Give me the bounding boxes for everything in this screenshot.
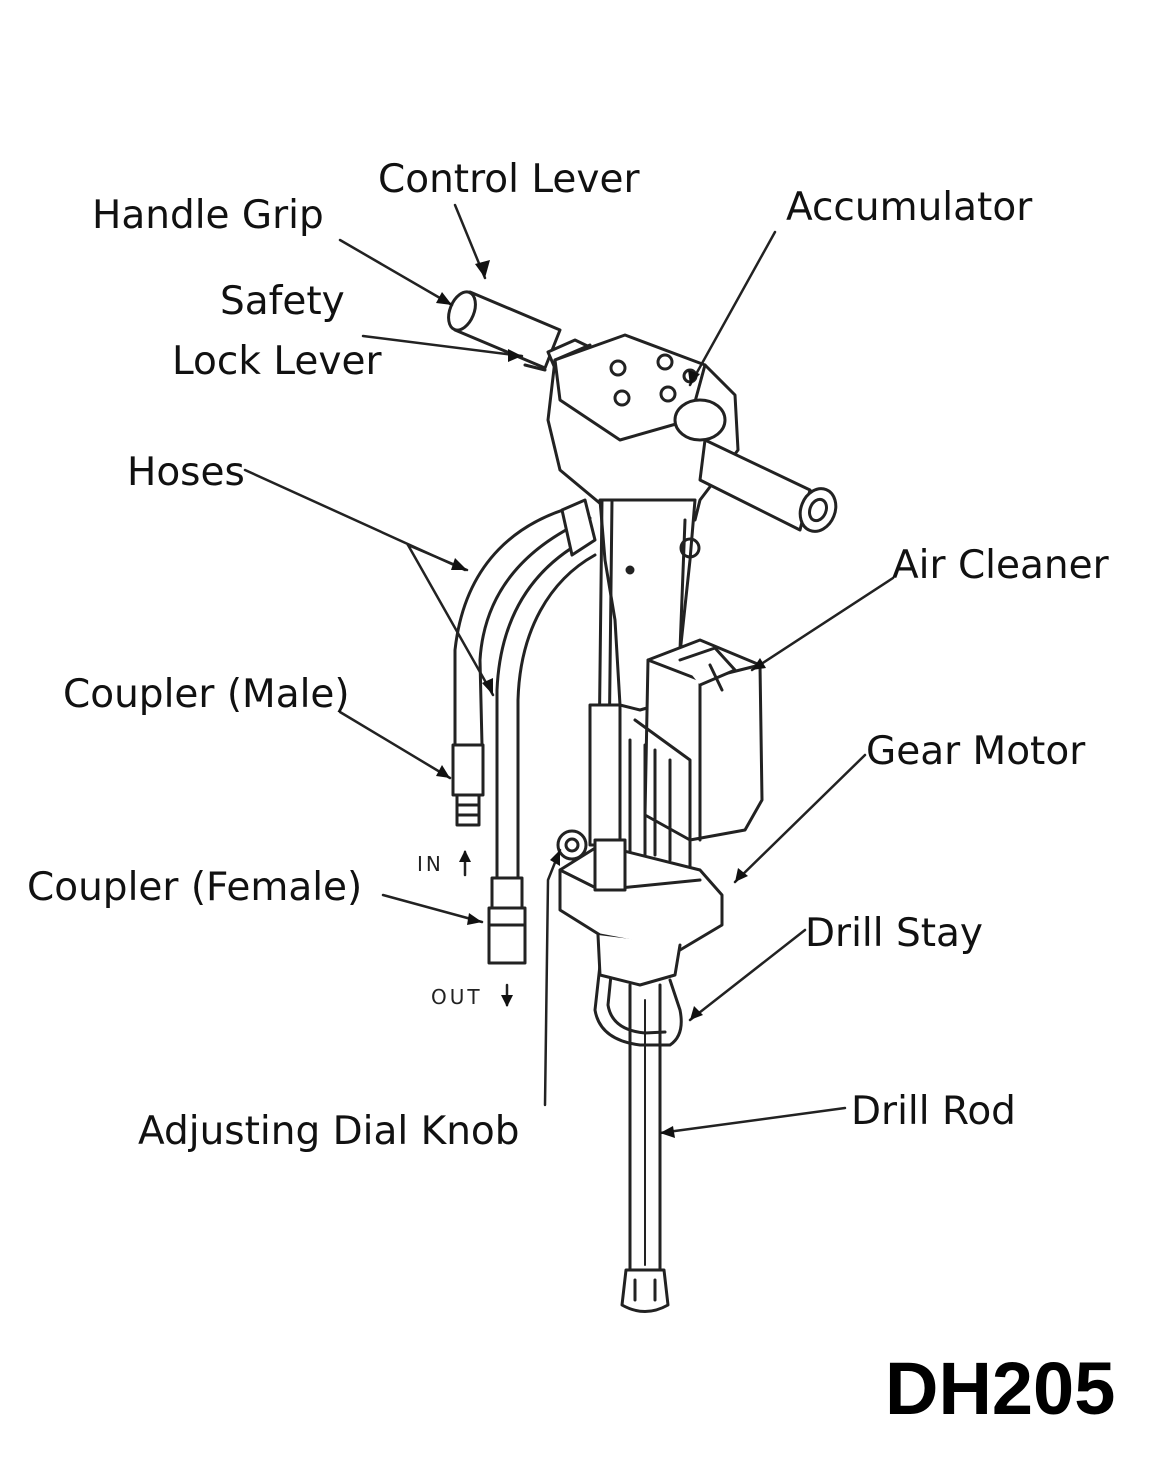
label-control-lever: Control Lever	[378, 157, 640, 202]
label-lock-lever: Lock Lever	[172, 339, 382, 384]
air-cleaner-shape	[643, 638, 764, 842]
drill-rod-shape	[620, 983, 670, 1313]
model-number: DH205	[885, 1347, 1116, 1430]
label-accumulator: Accumulator	[786, 185, 1033, 230]
coupler-male-shape	[451, 743, 485, 827]
label-drill-rod: Drill Rod	[851, 1089, 1016, 1134]
label-safety: Safety	[220, 279, 345, 324]
handle-grip-shape	[447, 290, 562, 370]
label-gear-motor: Gear Motor	[866, 729, 1086, 774]
label-adjusting-dial-knob: Adjusting Dial Knob	[138, 1109, 520, 1154]
label-coupler-male: Coupler (Male)	[63, 672, 350, 717]
label-handle-grip: Handle Grip	[92, 193, 324, 238]
drill-stay-shape	[593, 933, 683, 1047]
arrowheads	[436, 260, 766, 1138]
label-port-out: OUT	[431, 985, 483, 1009]
label-air-cleaner: Air Cleaner	[892, 543, 1109, 588]
accumulator-shape	[673, 398, 838, 533]
label-hoses: Hoses	[127, 450, 245, 495]
label-port-in: IN	[417, 852, 444, 876]
label-drill-stay: Drill Stay	[805, 911, 983, 956]
coupler-female-shape	[487, 876, 527, 965]
label-coupler-female: Coupler (Female)	[27, 865, 363, 910]
gear-motor-shape	[556, 703, 724, 952]
